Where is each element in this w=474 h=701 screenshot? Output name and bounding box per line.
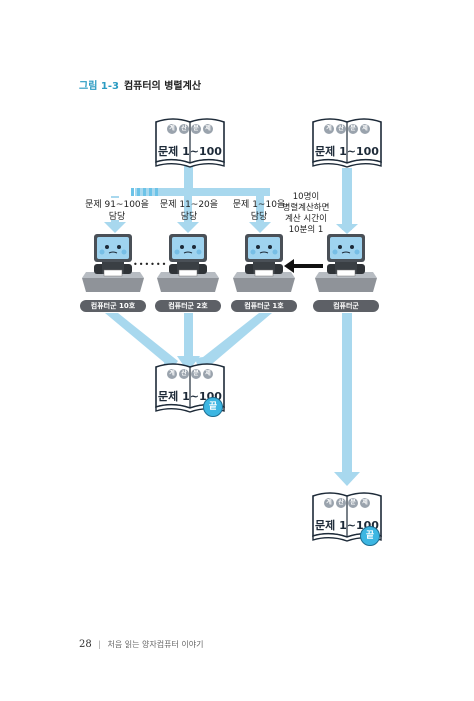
badge-char: 제 xyxy=(203,124,213,134)
badge-char: 계 xyxy=(324,124,334,134)
badge-char: 문 xyxy=(191,124,201,134)
parallel-annotation: 10명이 병렬계산하면 계산 시간이 10분의 1 xyxy=(272,192,340,236)
book-title: 문제 1~100 xyxy=(315,145,379,158)
badge-char: 계 xyxy=(324,498,334,508)
task-label-1: 문제 1~10을 담당 xyxy=(224,199,294,223)
computer-unit-10: 컴퓨터군 10호 xyxy=(78,232,148,314)
task-label-10-line1: 문제 91~100을 xyxy=(85,200,149,210)
footer-separator: | xyxy=(98,640,101,649)
annotation-line-2: 병렬계산하면 xyxy=(282,203,330,213)
badge-char: 산 xyxy=(336,124,346,134)
badge-char: 계 xyxy=(167,369,177,379)
page-footer: 28 | 처음 읽는 양자컴퓨터 이야기 xyxy=(79,639,203,650)
task-label-10: 문제 91~100을 담당 xyxy=(82,199,152,223)
distribution-connectors xyxy=(104,166,271,233)
badge-char: 제 xyxy=(360,498,370,508)
figure-caption: 그림 1-3 컴퓨터의 병렬계산 xyxy=(79,77,201,92)
book-title: 처음 읽는 양자컴퓨터 이야기 xyxy=(107,640,204,649)
computer-label: 컴퓨터군 xyxy=(313,300,379,312)
badge-char: 산 xyxy=(179,124,189,134)
task-label-10-line2: 담당 xyxy=(108,212,126,222)
computer-character-icon xyxy=(315,234,377,292)
badge-char: 문 xyxy=(191,369,201,379)
figure-number: 그림 1-3 xyxy=(79,81,119,92)
dashed-connector xyxy=(131,188,158,196)
badge-char: 문 xyxy=(348,124,358,134)
ellipsis-dots: •••••• xyxy=(133,260,168,269)
computer-character-icon xyxy=(82,234,144,292)
done-stamp: 끝 xyxy=(203,397,223,417)
annotation-line-1: 10명이 xyxy=(292,192,320,202)
book-title: 문제 1~100 xyxy=(158,145,222,158)
page-number: 28 xyxy=(79,639,92,650)
badge-char: 문 xyxy=(348,498,358,508)
computer-label: 컴퓨터군 1호 xyxy=(231,300,297,312)
badge-char: 제 xyxy=(360,124,370,134)
sequential-arrow xyxy=(334,168,360,486)
computer-character-icon xyxy=(157,234,219,292)
annotation-line-4: 10분의 1 xyxy=(288,225,324,235)
computer-label: 컴퓨터군 2호 xyxy=(155,300,221,312)
annotation-line-3: 계산 시간이 xyxy=(285,214,327,224)
task-label-2: 문제 11~20을 담당 xyxy=(154,199,224,223)
figure-title: 컴퓨터의 병렬계산 xyxy=(123,81,202,92)
task-label-2-line2: 담당 xyxy=(180,212,198,222)
black-arrow xyxy=(284,259,323,273)
computer-unit-2: 컴퓨터군 2호 xyxy=(153,232,223,314)
task-label-2-line1: 문제 11~20을 xyxy=(159,200,219,210)
merge-arrows xyxy=(105,313,272,374)
done-stamp: 끝 xyxy=(360,526,380,546)
computer-single: 컴퓨터군 xyxy=(311,232,381,314)
task-label-1-line2: 담당 xyxy=(250,212,268,222)
open-book-icon xyxy=(155,118,225,168)
badge-char: 산 xyxy=(179,369,189,379)
computer-unit-1: 컴퓨터군 1호 xyxy=(229,232,299,314)
open-book-icon xyxy=(312,118,382,168)
badge-char: 계 xyxy=(167,124,177,134)
badge-char: 제 xyxy=(203,369,213,379)
task-label-1-line1: 문제 1~10을 xyxy=(232,200,286,210)
computer-character-icon xyxy=(233,234,295,292)
badge-char: 산 xyxy=(336,498,346,508)
computer-label: 컴퓨터군 10호 xyxy=(80,300,146,312)
